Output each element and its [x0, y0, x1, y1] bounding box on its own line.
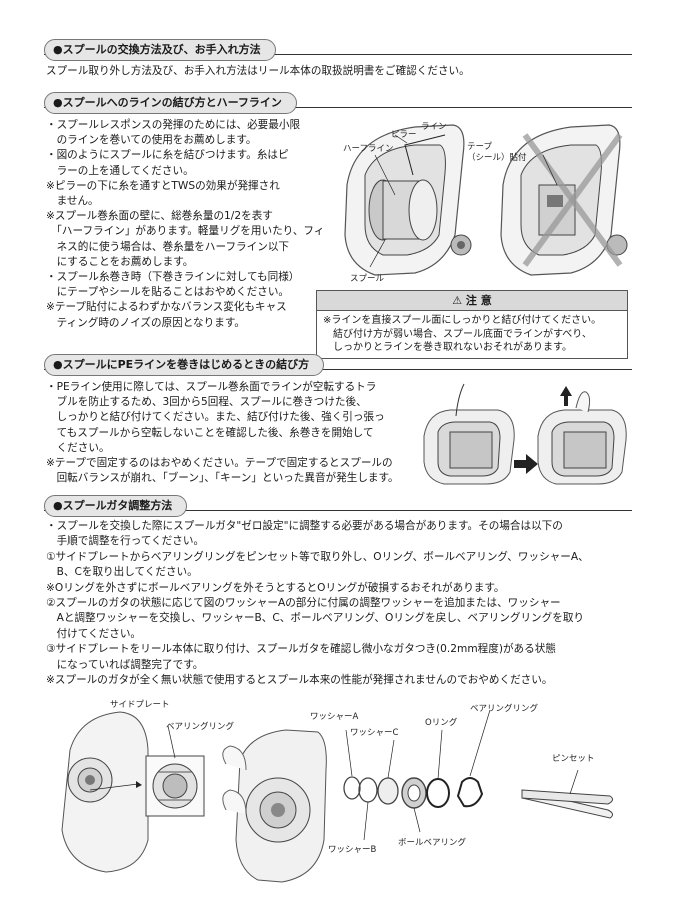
caution-title: ⚠ 注 意	[317, 291, 627, 311]
caution-body: ※ラインを直接スプール面にしっかりと結び付けてください。 結び付け方が弱い場合、…	[317, 311, 627, 358]
label-washer-a: ワッシャーA	[310, 712, 359, 722]
label-ball-bearing: ボールベアリング	[398, 838, 467, 848]
section3-line: ブルを防止するため、3回から5回程、スプールに巻きつけた後、	[46, 396, 367, 409]
spool-adjust-figure	[61, 709, 614, 883]
section2-line: にすることをお薦めします。	[46, 255, 194, 268]
section4-line: 付けてください。	[46, 627, 142, 640]
section2-title: ●スプールへのラインの結び方とハーフライン	[44, 92, 297, 114]
caution-line: ※ラインを直接スプール面にしっかりと結び付けてください。	[323, 315, 602, 326]
section2-rule	[44, 107, 632, 108]
section1-body: スプール取り外し方法及び、お手入れ方法はリール本体の取扱説明書をご確認ください。	[46, 65, 470, 77]
section3-line: ・PEライン使用に際しては、スプール巻糸面でラインが空転するトラ	[46, 381, 377, 393]
section2-text: ・スプールレスポンスの発揮のためには、必要最小限 のラインを巻いての使用をお薦め…	[46, 118, 324, 331]
section2-line: ません。	[46, 195, 99, 208]
label-line: ライン	[421, 122, 447, 132]
section4-line: ・スプールを交換した際にスプールガタ"ゼロ設定"に調整する必要がある場合がありま…	[46, 520, 563, 532]
section4-line: ②スプールのガタの状態に応じて図のワッシャーAの部分に付属の調整ワッシャーを追加…	[46, 597, 561, 610]
section4-title: ●スプールガタ調整方法	[44, 495, 188, 517]
section2-line: ※テープ貼付によるわずかなバランス変化もキャス	[46, 301, 287, 314]
section4-line: 手順で調整を行ってください。	[46, 535, 205, 548]
label-bearing-ring-left: ベアリングリング	[166, 722, 235, 732]
label-washer-b: ワッシャーB	[328, 845, 377, 855]
label-half-line: ハーフライン	[343, 144, 394, 154]
section2-line: にテープやシールを貼ることはおやめください。	[46, 286, 290, 299]
section3-text: ・PEライン使用に際しては、スプール巻糸面でラインが空転するトラ ブルを防止する…	[46, 380, 399, 486]
section4-text: ・スプールを交換した際にスプールガタ"ゼロ設定"に調整する必要がある場合がありま…	[46, 519, 589, 688]
caution-line: 結び付け方が弱い場合、スプール底面でラインがすべり、	[323, 328, 592, 340]
section4-line: B、Cを取り出してください。	[46, 566, 198, 579]
section4-header: ●スプールガタ調整方法	[44, 495, 188, 517]
section3-line: 回転バランスが崩れ、「ブーン」、「キーン」といった異音が発生します。	[46, 472, 399, 485]
section2-line: 「ハーフライン」があります。軽量リグを用いたり、フィ	[46, 225, 325, 238]
section3-line: ※テープで固定するのはおやめください。テープで固定するとスプールの	[46, 457, 393, 470]
label-side-plate: サイドプレート	[110, 700, 170, 710]
section4-line: ①サイドプレートからベアリングリングをピンセット等で取り外し、Oリング、ボールベ…	[46, 550, 589, 563]
section1-rule	[44, 54, 632, 55]
label-spool: スプール	[350, 274, 385, 284]
section3-line: てもスプールから空転しないことを確認した後、糸巻きを開始して	[46, 426, 374, 439]
caution-line: しっかりとラインを巻き取れないおそれがあります。	[323, 342, 572, 353]
section3-rule	[44, 369, 632, 370]
label-bearing-ring: ベアリングリング	[470, 704, 539, 714]
section3-header: ●スプールにPEラインを巻きはじめるときの結び方	[44, 354, 325, 376]
pe-line-figure	[423, 383, 627, 485]
section4-rule	[44, 510, 632, 511]
label-tape: テープ	[467, 142, 492, 152]
section2-line: ※スプール巻糸面の壁に、総巻糸量の1/2を表す	[46, 210, 273, 223]
label-washer-c: ワッシャーC	[350, 728, 399, 738]
section2-line: ・図のようにスプールに糸を結びつけます。糸はピ	[46, 149, 289, 162]
section1-title: ●スプールの交換方法及び、お手入れ方法	[44, 39, 276, 61]
section4-line: になっていれば調整完了です。	[46, 658, 204, 671]
section1-header: ●スプールの交換方法及び、お手入れ方法	[44, 39, 276, 61]
section2-line: のラインを巻いての使用をお薦めします。	[46, 134, 257, 147]
label-tweezers: ピンセット	[552, 754, 595, 764]
section2-line: ネス的に使う場合は、巻糸量をハーフライン以下	[46, 240, 290, 253]
section4-line: ③サイドプレートをリール本体に取り付け、スプールガタを確認し微小なガタつき(0.…	[46, 643, 556, 656]
section3-line: ください。	[46, 441, 110, 454]
section2-line: ラーの上を通してください。	[46, 164, 194, 177]
spool-line-figure	[344, 124, 628, 276]
label-o-ring: Oリング	[425, 718, 458, 728]
label-pillar: ピラー	[391, 130, 417, 140]
section2-header: ●スプールへのラインの結び方とハーフライン	[44, 92, 297, 114]
section3-line: しっかりと結び付けてください。また、結び付けた後、強く引っ張っ	[46, 411, 385, 424]
section2-line: ※ピラーの下に糸を通すとTWSの効果が発揮され	[46, 179, 280, 192]
section3-title: ●スプールにPEラインを巻きはじめるときの結び方	[44, 354, 325, 376]
section2-line: ティング時のノイズの原因となります。	[46, 316, 245, 329]
section2-line: ・スプール糸巻き時（下巻きラインに対しても同様）	[46, 271, 300, 284]
section4-line: ※Oリングを外さずにボールベアリングを外そうとするとOリングが破損するおそれがあ…	[46, 581, 505, 594]
label-tape-sub: （シール）貼付	[467, 153, 527, 163]
section4-line: ※スプールのガタが全く無い状態で使用するとスプール本来の性能が発揮されませんので…	[46, 674, 553, 687]
section4-line: Aと調整ワッシャーを交換し、ワッシャーB、C、ボールベアリング、Oリングを戻し、…	[46, 612, 585, 625]
caution-box: ⚠ 注 意 ※ラインを直接スプール面にしっかりと結び付けてください。 結び付け方…	[316, 290, 628, 359]
section2-line: ・スプールレスポンスの発揮のためには、必要最小限	[46, 119, 301, 131]
